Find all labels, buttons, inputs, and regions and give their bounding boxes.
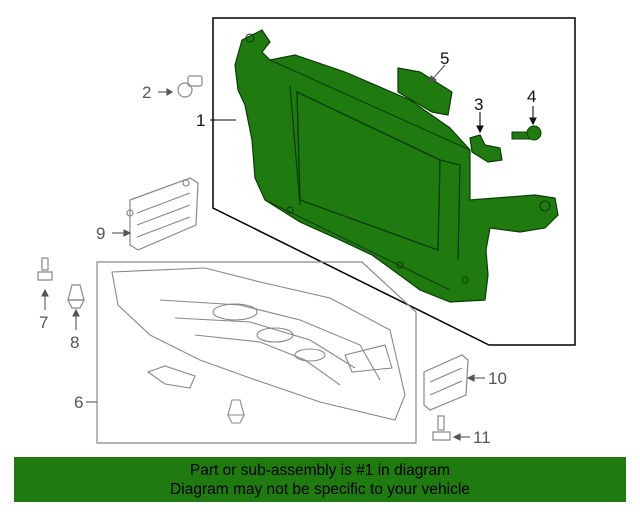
parts-diagram: 1 2 3 4 5 6 7 8 9 10 11 <box>37 17 576 447</box>
notice-banner: Part or sub-assembly is #1 in diagram Di… <box>14 457 626 502</box>
bolt-part-11[interactable] <box>432 415 451 441</box>
callout-7: 7 <box>39 313 48 332</box>
bolt-part-2[interactable] <box>177 75 203 98</box>
leader-lines <box>41 64 537 441</box>
under-cover-part-6[interactable] <box>111 267 406 421</box>
callout-1: 1 <box>196 111 205 130</box>
callout-6: 6 <box>74 393 83 412</box>
banner-line-1: Part or sub-assembly is #1 in diagram <box>189 462 451 479</box>
callout-3: 3 <box>474 95 483 114</box>
bracket-part-10[interactable] <box>423 354 469 411</box>
callout-4: 4 <box>527 87 536 106</box>
bracket-part-5[interactable] <box>397 67 453 116</box>
radiator-support-part-1[interactable] <box>234 29 559 303</box>
small-bracket <box>146 365 196 389</box>
under-cover-box <box>96 261 417 444</box>
callout-8: 8 <box>70 333 79 352</box>
clip-part-8[interactable] <box>67 284 85 309</box>
bolt-part-7[interactable] <box>37 257 53 281</box>
bolt-part-4[interactable] <box>511 125 542 141</box>
callout-2: 2 <box>142 83 151 102</box>
callout-11: 11 <box>473 428 491 447</box>
bracket-part-3[interactable] <box>469 134 503 163</box>
assembly-1-frame-box <box>212 17 576 346</box>
bracket-part-9[interactable] <box>126 177 199 251</box>
banner-line-2: Diagram may not be specific to your vehi… <box>170 481 470 498</box>
callout-5: 5 <box>440 49 449 68</box>
callout-9: 9 <box>96 224 105 243</box>
clip-inner <box>227 399 245 424</box>
callout-10: 10 <box>488 369 507 388</box>
